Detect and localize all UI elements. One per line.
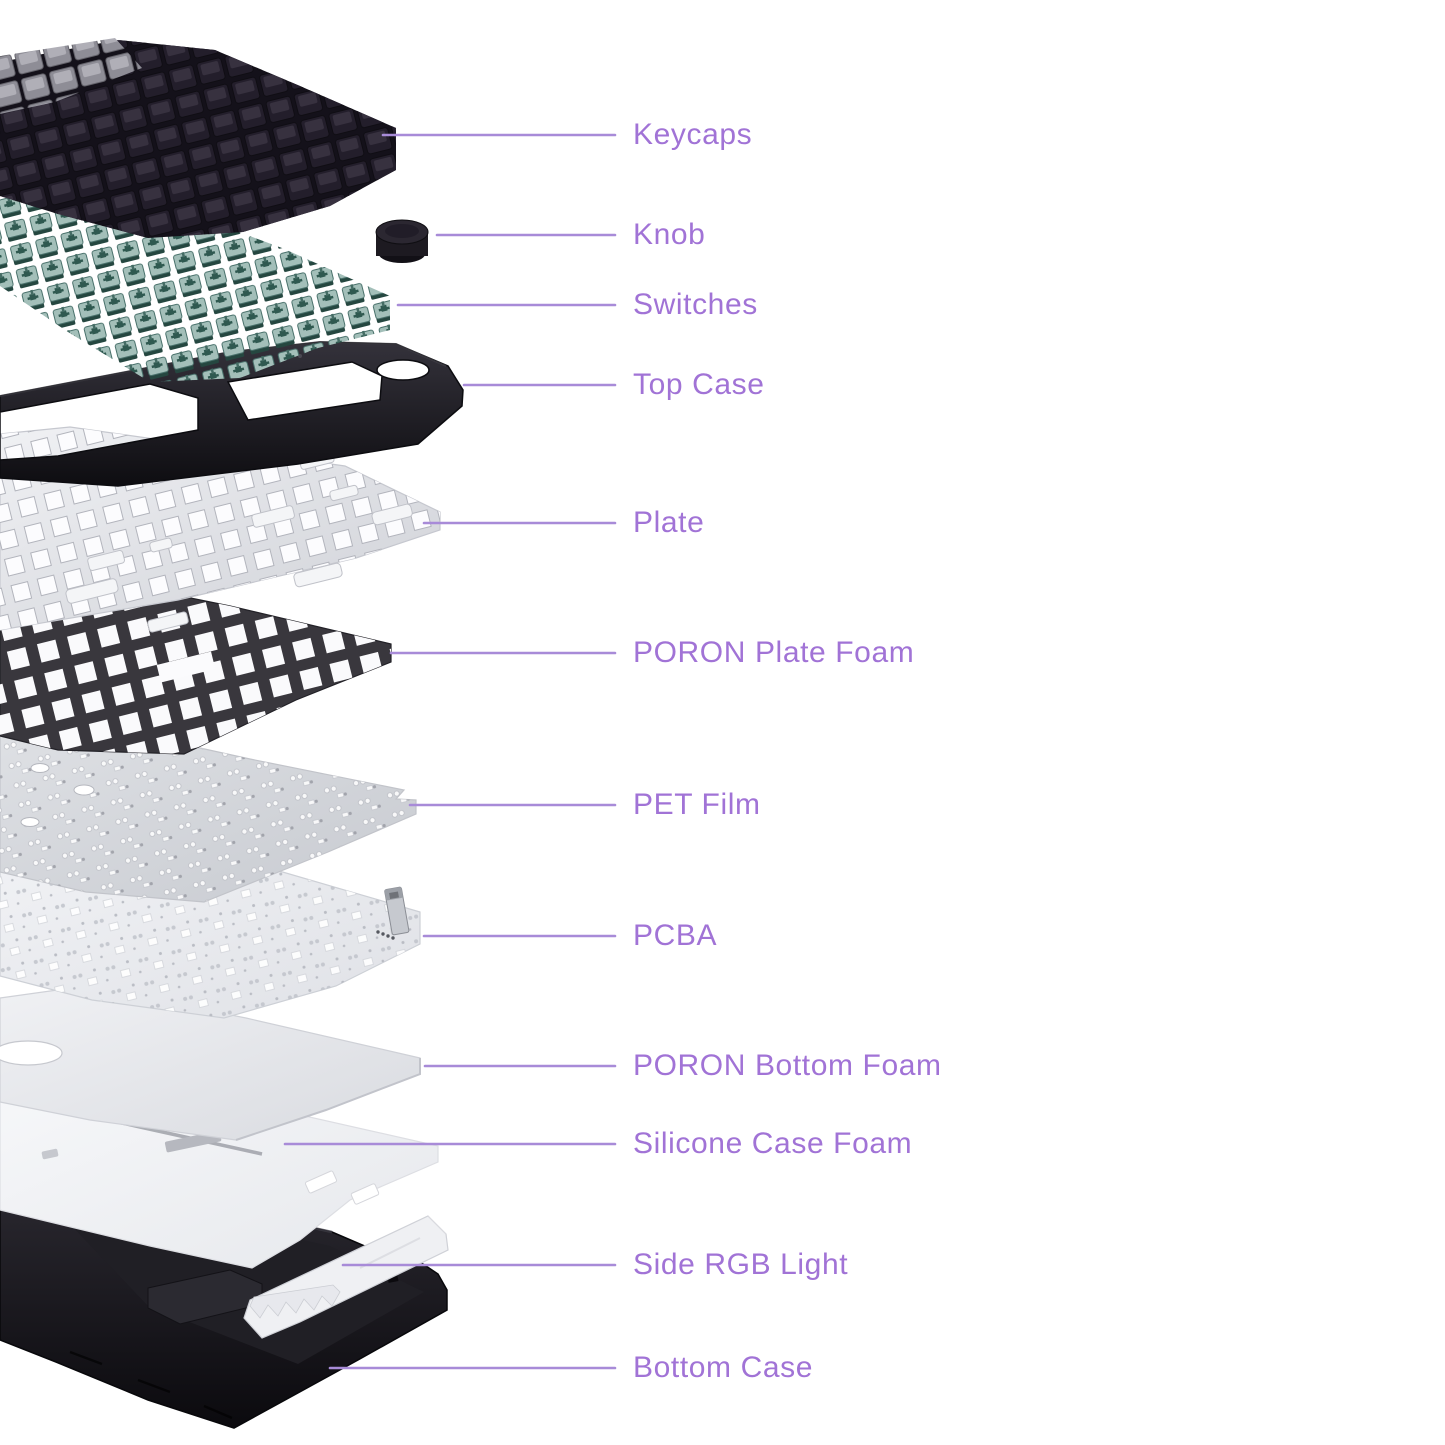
label-poron-bottom-foam: PORON Bottom Foam [633,1049,942,1082]
label-silicone-case-foam: Silicone Case Foam [633,1127,913,1160]
label-plate: Plate [633,506,705,539]
usb-connector [384,886,410,936]
label-switches: Switches [633,288,758,321]
label-poron-plate-foam: PORON Plate Foam [633,636,915,669]
label-knob: Knob [633,218,706,251]
side-rgb-light-layer [243,1215,449,1339]
keycaps-layer [0,38,396,238]
knob-layer [375,219,429,263]
label-pet-film: PET Film [633,788,761,821]
poron-plate-foam-layer [0,571,392,755]
label-pcba: PCBA [633,919,718,952]
label-side-rgb-light: Side RGB Light [633,1248,849,1281]
label-keycaps: Keycaps [633,118,753,151]
foam-cutout [0,1040,63,1066]
label-top-case: Top Case [633,368,765,401]
pet-film-layer [0,720,417,903]
label-bottom-case: Bottom Case [633,1351,814,1384]
